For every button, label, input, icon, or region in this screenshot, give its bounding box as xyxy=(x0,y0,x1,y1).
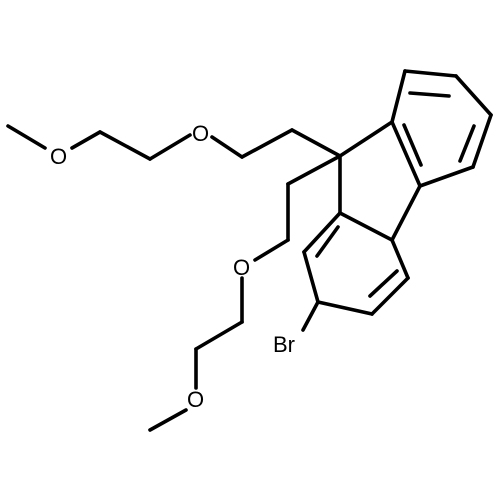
bond xyxy=(286,154,342,186)
bond xyxy=(471,113,493,169)
bond xyxy=(390,120,422,188)
bond xyxy=(301,300,320,332)
oxygen-label: O xyxy=(50,144,67,169)
bond xyxy=(148,133,192,161)
bond xyxy=(338,211,394,242)
bond xyxy=(302,211,342,254)
oxygen-label: O xyxy=(233,255,250,280)
bromine-label: Br xyxy=(273,332,295,357)
oxygen-label: O xyxy=(187,387,204,412)
bond xyxy=(315,225,340,258)
bond xyxy=(403,69,458,78)
bond xyxy=(194,320,244,351)
bond xyxy=(368,269,399,298)
bond xyxy=(148,408,188,432)
bond xyxy=(418,165,475,188)
bond xyxy=(408,91,451,98)
bond xyxy=(210,135,244,159)
bond xyxy=(370,276,410,316)
bond xyxy=(70,130,102,150)
bond xyxy=(338,120,394,158)
bonds xyxy=(6,69,493,432)
bond xyxy=(240,128,294,159)
bond xyxy=(302,250,320,304)
oxygen-label: O xyxy=(192,121,209,146)
bond xyxy=(454,74,493,117)
atom-labels: O O O O Br xyxy=(50,121,295,412)
bond xyxy=(6,124,47,150)
bond xyxy=(253,238,290,262)
bond xyxy=(458,124,476,163)
bond xyxy=(390,238,410,280)
bond xyxy=(390,184,422,242)
bond xyxy=(290,128,342,158)
bond xyxy=(402,123,423,167)
bond xyxy=(390,69,407,124)
bond xyxy=(316,300,374,316)
bond xyxy=(98,130,152,161)
